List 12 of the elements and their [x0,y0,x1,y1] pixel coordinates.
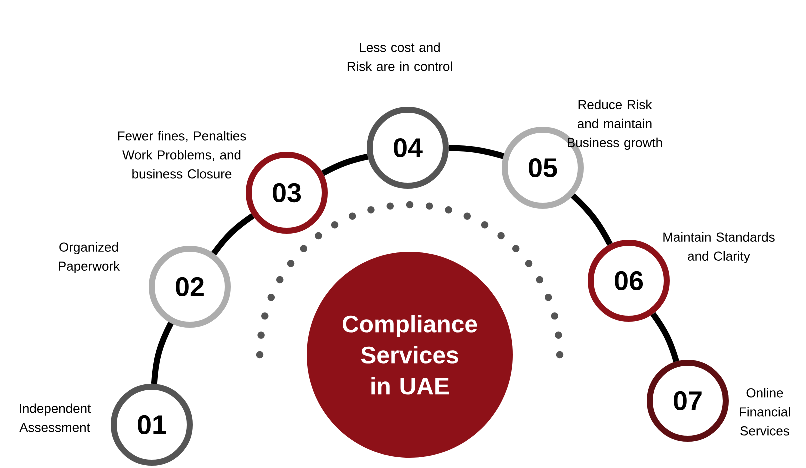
arc-line [448,145,505,160]
caption-text: Fewer fines, Penalties Work Problems, and business Closure [118,131,246,179]
arc-line [212,214,255,256]
caption-text: Reduce Risk and maintain Business growth [568,100,662,150]
arc-line [151,322,174,384]
caption-text: Organized Paperwork [59,242,120,274]
caption-text: Independent Assessment [20,404,92,432]
arc-line [322,154,369,176]
arc-line [650,312,680,362]
arc-line [571,194,613,246]
caption-text: Online Financial Services [740,388,790,436]
caption-text: Less cost and Risk are in control [348,42,452,72]
